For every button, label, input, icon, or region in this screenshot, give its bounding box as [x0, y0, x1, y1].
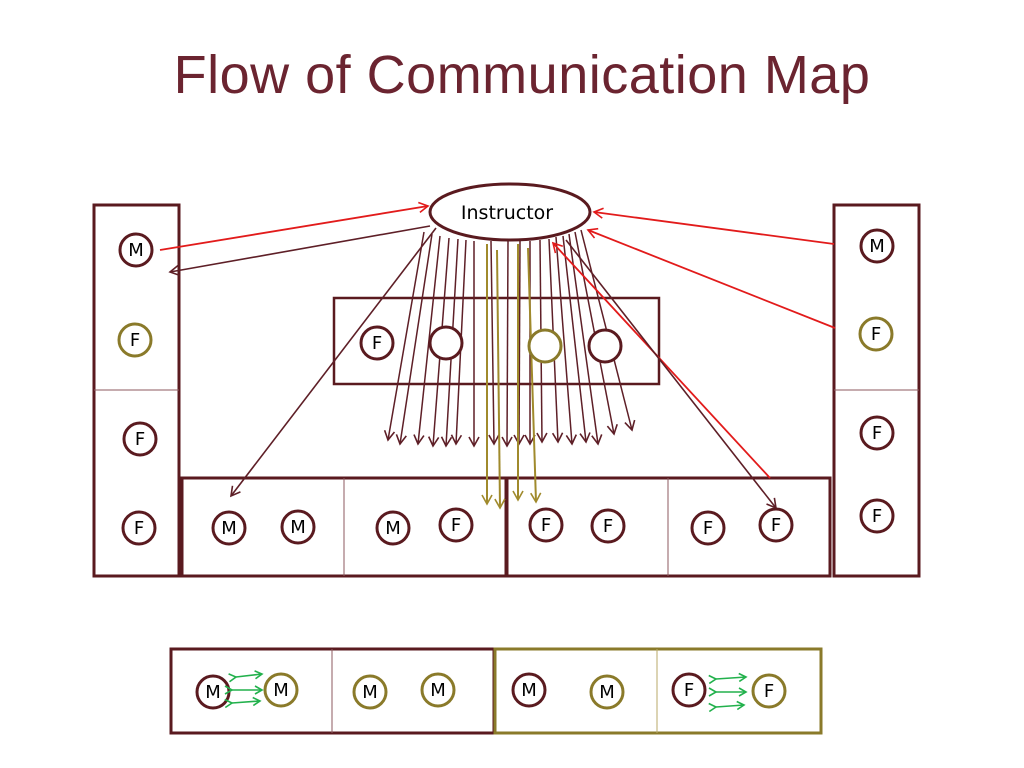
seat-label: F — [372, 333, 382, 354]
bottom-table-2-seat-1: M — [352, 674, 388, 710]
front-row-tables — [180, 476, 832, 578]
seat-label: F — [764, 681, 774, 702]
front-table-2-seat-2: F — [438, 507, 474, 543]
front-table-3-seat-1: F — [528, 507, 564, 543]
bottom-row-tables — [169, 647, 823, 735]
fan-arrow-16 — [568, 233, 603, 446]
seat-label: F — [872, 506, 882, 527]
center-seat-3 — [527, 328, 563, 364]
front-table-1-seat-1: M — [211, 510, 247, 546]
center-table — [332, 296, 661, 386]
seat-label: F — [684, 680, 694, 701]
seat-label: M — [521, 680, 537, 701]
center-seat-1: F — [359, 325, 395, 361]
fan-arrow-8 — [488, 240, 500, 446]
right-seat-3: F — [859, 415, 895, 451]
front-table-3-seat-2: F — [590, 508, 626, 544]
bottom-table-3-seat-1: M — [511, 672, 547, 708]
fan-arrow-2 — [395, 233, 433, 446]
seat-label: M — [599, 682, 615, 703]
seat-label: F — [541, 515, 551, 536]
bottom-table-2-seat-2: M — [420, 672, 456, 708]
seat-label: M — [869, 236, 885, 257]
center-seat-4 — [587, 328, 623, 364]
seat-label: F — [771, 515, 781, 536]
bottom-table-4-seat-1: F — [671, 672, 707, 708]
seat-label: F — [703, 518, 713, 539]
instructor-long-arrows — [168, 225, 778, 510]
seat-label: F — [603, 516, 613, 537]
student-seats: M F F F M F F F F M M M F F F F F M M M M M M F F — [117, 228, 895, 710]
left-seat-column — [92, 203, 181, 578]
fan-arrow-10 — [513, 240, 525, 446]
bottom-table-1-seat-2: M — [263, 672, 299, 708]
seat-label: M — [128, 240, 144, 261]
fan-arrow-1 — [383, 231, 425, 442]
left-seat-4: F — [121, 510, 157, 546]
seat-label: M — [430, 680, 446, 701]
seat-label: F — [130, 330, 140, 351]
right-seat-2: F — [858, 316, 894, 352]
seat-label: M — [273, 680, 289, 701]
peer-communication-arrows — [224, 670, 748, 713]
olive-arrow-4 — [527, 247, 542, 504]
fan-arrow-14 — [555, 236, 578, 446]
fan-arrow-15 — [562, 235, 591, 444]
front-table-1-seat-2: M — [280, 509, 316, 545]
front-table-2-seat-1: M — [375, 510, 411, 546]
instructor-node: Instructor — [428, 182, 592, 242]
seat-label: M — [362, 682, 378, 703]
seat-label: M — [290, 517, 306, 538]
olive-arrow-2 — [494, 249, 506, 510]
left-seat-2: F — [117, 322, 153, 358]
bottom-table-4-seat-2: F — [751, 673, 787, 709]
center-seat-2 — [428, 325, 464, 361]
seat-label: M — [221, 518, 237, 539]
student-to-instructor-arrows — [159, 201, 836, 479]
instructor-label: Instructor — [461, 202, 553, 224]
right-seat-4: F — [859, 498, 895, 534]
slide-title: Flow of Communication Map — [173, 45, 871, 105]
seat-label: F — [872, 423, 882, 444]
seat-label: F — [871, 324, 881, 345]
right-seat-column — [832, 203, 921, 578]
seat-label: F — [135, 429, 145, 450]
right-seat-1: M — [859, 228, 895, 264]
fan-arrow-9 — [501, 240, 513, 448]
front-table-4-seat-2: F — [758, 507, 794, 543]
seat-label: F — [134, 518, 144, 539]
bottom-table-1-seat-1: M — [195, 674, 231, 710]
seat-label: M — [205, 682, 221, 703]
seat-label: M — [385, 518, 401, 539]
front-table-4-seat-1: F — [690, 510, 726, 546]
seat-label: F — [451, 515, 461, 536]
instructor-to-front-row-arrows — [481, 244, 542, 510]
left-seat-1: M — [118, 232, 154, 268]
left-seat-3: F — [122, 421, 158, 457]
bottom-table-3-seat-2: M — [589, 674, 625, 710]
